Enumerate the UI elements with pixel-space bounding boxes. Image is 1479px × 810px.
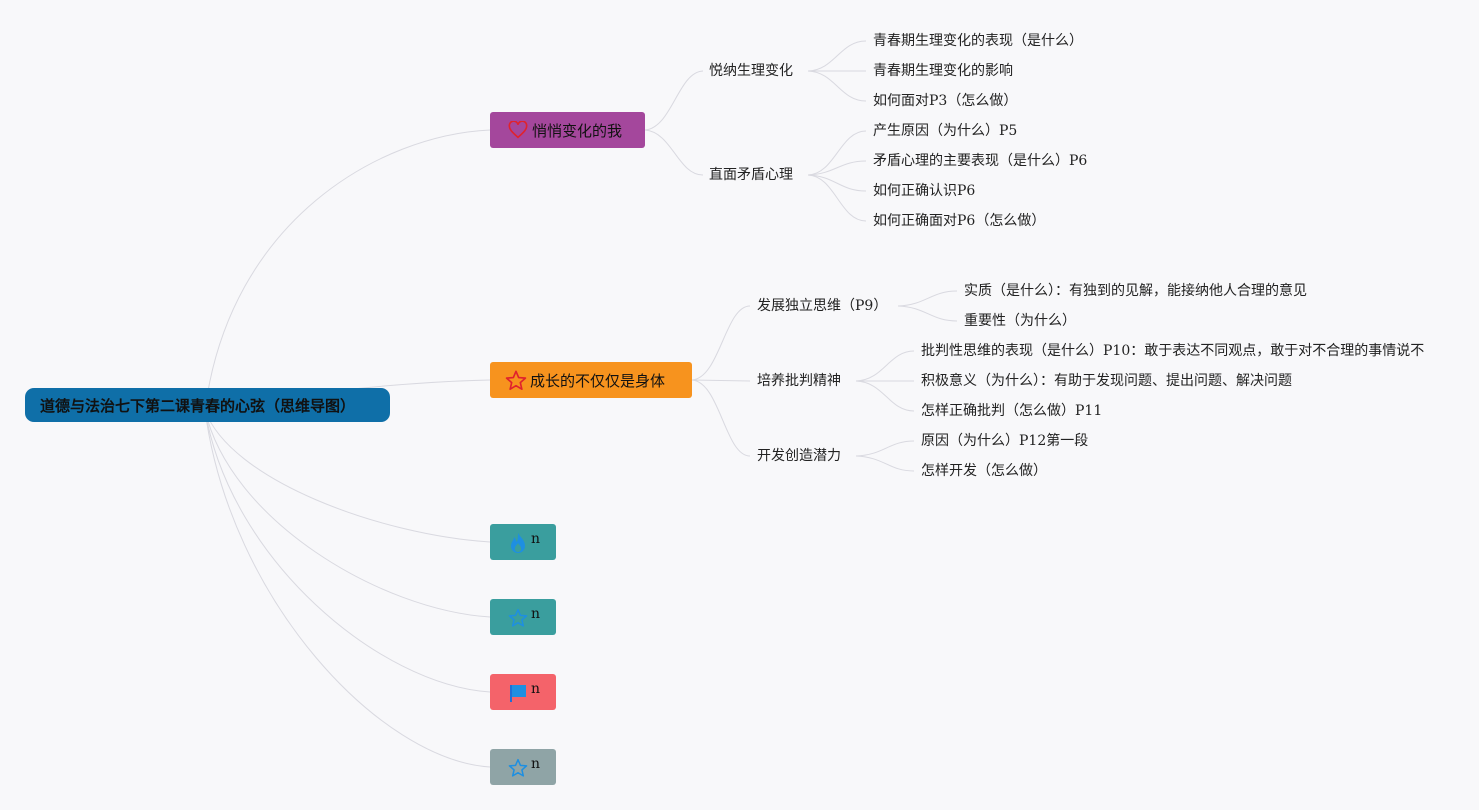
branch-topic-label: n — [531, 756, 541, 772]
leaf-topic[interactable]: 青春期生理变化的影响 — [873, 61, 1013, 81]
connector — [855, 380, 915, 412]
subtopic[interactable]: 悦纳生理变化 — [709, 61, 793, 81]
connector — [204, 129, 491, 411]
connector — [691, 379, 751, 457]
leaf-topic[interactable]: 产生原因（为什么）P5 — [873, 121, 1018, 141]
connector — [807, 40, 867, 72]
branch-topic-2[interactable]: 成长的不仅仅是身体 — [490, 362, 692, 398]
star-outline-icon — [507, 607, 529, 629]
leaf-topic[interactable]: 积极意义（为什么）：有助于发现问题、提出问题、解决问题 — [921, 371, 1292, 391]
connector — [807, 130, 867, 176]
leaf-topic[interactable]: 批判性思维的表现（是什么）P10：敢于表达不同观点，敢于对不合理的事情说不 — [921, 341, 1425, 361]
flag-icon — [507, 682, 529, 704]
leaf-topic[interactable]: 青春期生理变化的表现（是什么） — [873, 31, 1083, 51]
root-topic[interactable]: 道德与法治七下第二课青春的心弦（思维导图） — [25, 388, 390, 422]
connector — [807, 160, 867, 176]
leaf-topic[interactable]: 如何正确面对P6（怎么做） — [873, 211, 1046, 231]
flame-icon — [507, 532, 529, 554]
connector — [644, 129, 704, 176]
heart-icon — [507, 119, 529, 141]
branch-topic-4[interactable]: n — [490, 599, 556, 635]
branch-topic-1[interactable]: 悄悄变化的我 — [490, 112, 645, 148]
leaf-topic[interactable]: 如何面对P3（怎么做） — [873, 91, 1018, 111]
leaf-topic[interactable]: 实质（是什么）：有独到的见解，能接纳他人合理的意见 — [964, 281, 1307, 301]
branch-topic-3[interactable]: n — [490, 524, 556, 560]
root-topic-label: 道德与法治七下第二课青春的心弦（思维导图） — [40, 396, 356, 415]
star-icon — [505, 369, 527, 391]
connector — [855, 455, 915, 472]
subtopic[interactable]: 直面矛盾心理 — [709, 165, 793, 185]
branch-topic-label: n — [531, 681, 541, 697]
branch-topic-label: 悄悄变化的我 — [532, 121, 623, 140]
branch-topic-label: n — [531, 531, 541, 547]
connector — [807, 174, 867, 222]
subtopic[interactable]: 培养批判精神 — [757, 371, 841, 391]
connector — [204, 409, 491, 693]
branch-topic-label: n — [531, 606, 541, 622]
star-outline-icon — [507, 757, 529, 779]
connector — [204, 409, 491, 768]
connector — [691, 379, 751, 382]
leaf-topic[interactable]: 重要性（为什么） — [964, 311, 1076, 331]
leaf-topic[interactable]: 怎样正确批判（怎么做）P11 — [921, 401, 1103, 421]
branch-topic-6[interactable]: n — [490, 749, 556, 785]
branch-topic-label: 成长的不仅仅是身体 — [530, 371, 666, 390]
connector — [897, 305, 958, 322]
connector — [897, 290, 958, 307]
leaf-topic[interactable]: 矛盾心理的主要表现（是什么）P6 — [873, 151, 1088, 171]
leaf-topic[interactable]: 原因（为什么）P12第一段 — [921, 431, 1089, 451]
connector — [204, 409, 491, 543]
connector — [807, 174, 867, 192]
leaf-topic[interactable]: 如何正确认识P6 — [873, 181, 976, 201]
branch-topic-5[interactable]: n — [490, 674, 556, 710]
subtopic[interactable]: 开发创造潜力 — [757, 446, 841, 466]
connector — [691, 305, 751, 381]
connector — [855, 350, 915, 382]
leaf-topic[interactable]: 怎样开发（怎么做） — [921, 461, 1047, 481]
connector — [807, 70, 867, 102]
connector — [644, 70, 704, 131]
subtopic[interactable]: 发展独立思维（P9） — [757, 296, 888, 316]
connector — [204, 409, 491, 618]
connector — [855, 440, 915, 457]
